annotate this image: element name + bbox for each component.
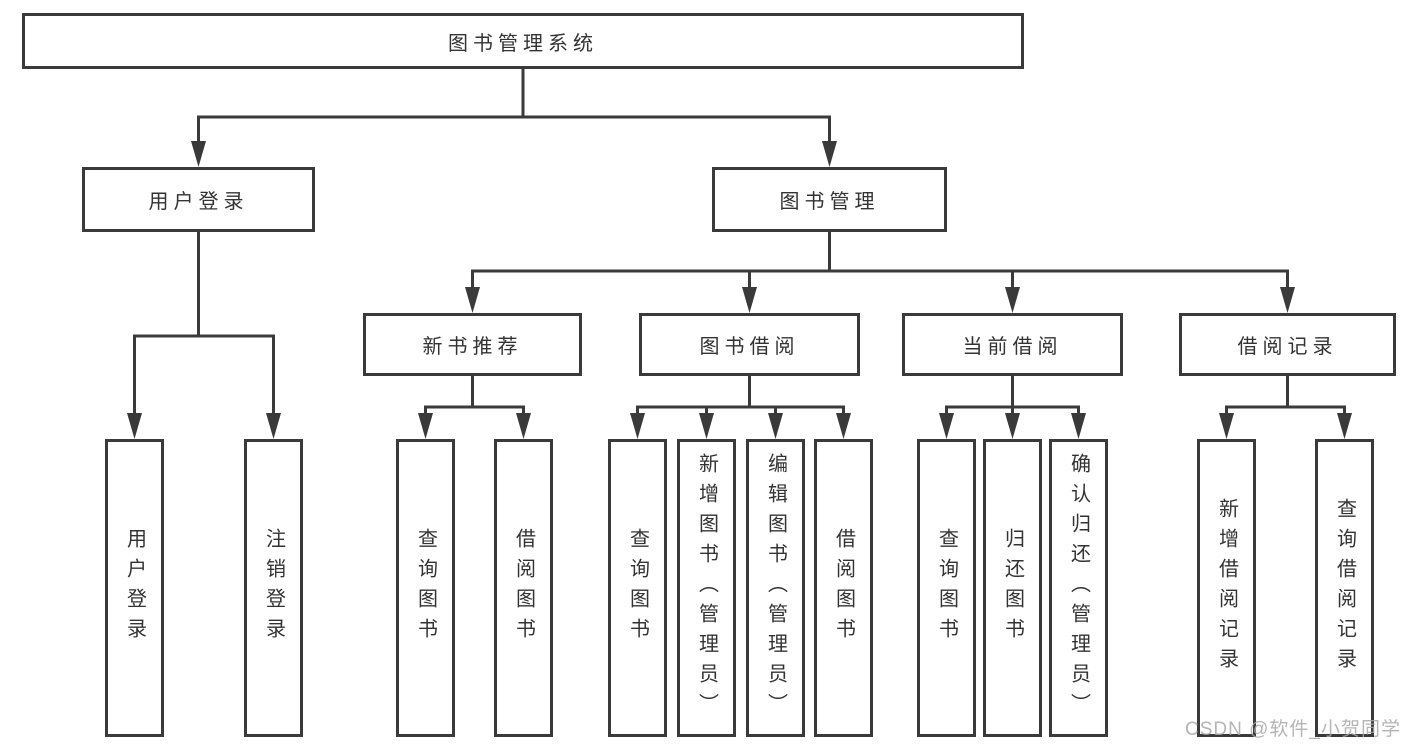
node-library-management-system: 图书管理系统 — [22, 13, 1024, 69]
leaf-add-book-admin: 新增图书（管理员） — [677, 439, 736, 737]
node-borrow-records: 借阅记录 — [1179, 313, 1396, 376]
leaf-add-borrow-record: 新增借阅记录 — [1197, 439, 1256, 737]
arrowheads — [127, 141, 1352, 439]
node-book-management: 图书管理 — [712, 167, 947, 232]
node-user-login: 用户登录 — [82, 167, 315, 232]
node-current-borrow: 当前借阅 — [902, 313, 1123, 376]
leaf-edit-book-admin: 编辑图书（管理员） — [746, 439, 805, 737]
node-new-book-recommend: 新书推荐 — [363, 313, 582, 376]
leaf-user-login: 用户登录 — [105, 439, 164, 737]
leaf-query-books-current: 查询图书 — [917, 439, 976, 737]
leaf-borrow-books-recommend: 借阅图书 — [494, 439, 553, 737]
node-book-borrow: 图书借阅 — [639, 313, 860, 376]
leaf-confirm-return-admin: 确认归还（管理员） — [1049, 439, 1108, 737]
leaf-query-borrow-record: 查询借阅记录 — [1315, 439, 1374, 737]
csdn-watermark: CSDN @软件_小贺同学 — [1185, 719, 1401, 740]
leaf-logout: 注销登录 — [244, 439, 303, 737]
leaf-borrow-books: 借阅图书 — [814, 439, 873, 737]
leaf-query-books-borrow: 查询图书 — [608, 439, 667, 737]
leaf-query-books-recommend: 查询图书 — [396, 439, 455, 737]
leaf-return-books: 归还图书 — [983, 439, 1042, 737]
